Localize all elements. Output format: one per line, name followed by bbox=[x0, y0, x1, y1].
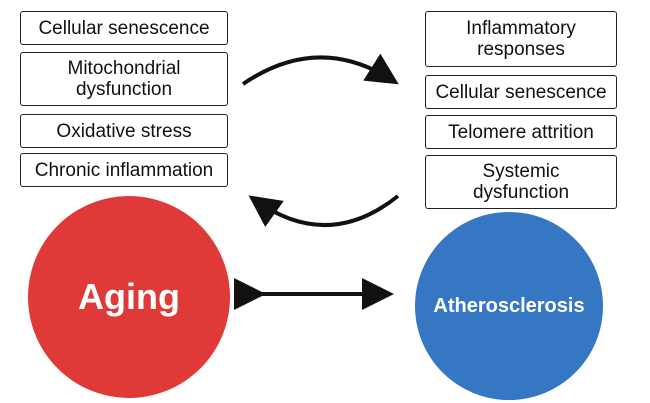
aging-circle: Aging bbox=[28, 196, 230, 398]
right-factor-box-telomere-attrition: Telomere attrition bbox=[425, 115, 617, 149]
left-factor-box-mitochondrial-dysfunction: Mitochondrial dysfunction bbox=[20, 52, 228, 106]
right-factor-box-inflammatory-responses: Inflammatory responses bbox=[425, 11, 617, 67]
atherosclerosis-circle: Atherosclerosis bbox=[415, 212, 603, 400]
left-factor-label: Mitochondrial dysfunction bbox=[67, 58, 181, 100]
right-factor-box-cellular-senescence: Cellular senescence bbox=[425, 75, 617, 109]
bottom-curved-arrow bbox=[248, 194, 400, 227]
left-factor-box-chronic-inflammation: Chronic inflammation bbox=[20, 153, 228, 187]
right-factor-label: Telomere attrition bbox=[448, 121, 594, 143]
left-factor-box-oxidative-stress: Oxidative stress bbox=[20, 114, 228, 148]
left-factor-label: Cellular senescence bbox=[38, 17, 210, 39]
atherosclerosis-label: Atherosclerosis bbox=[433, 294, 585, 317]
right-factor-label: Systemic dysfunction bbox=[472, 161, 570, 203]
top-curved-arrow bbox=[241, 53, 399, 86]
right-factor-label: Inflammatory responses bbox=[466, 18, 576, 60]
right-factor-box-systemic-dysfunction: Systemic dysfunction bbox=[425, 155, 617, 209]
aging-label: Aging bbox=[78, 276, 180, 317]
right-factor-label: Cellular senescence bbox=[435, 81, 607, 103]
left-factor-label: Oxidative stress bbox=[56, 120, 192, 142]
left-factor-label: Chronic inflammation bbox=[34, 159, 214, 181]
left-factor-box-cellular-senescence: Cellular senescence bbox=[20, 11, 228, 45]
